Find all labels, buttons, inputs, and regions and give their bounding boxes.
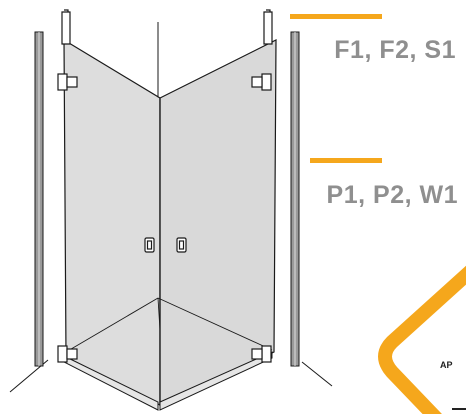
hinge-icon <box>251 73 272 91</box>
floor-line-left-inner <box>65 297 159 353</box>
floor-line-right-inner <box>157 297 273 351</box>
accent-bar-middle <box>310 158 382 163</box>
hinge-icon <box>251 345 272 363</box>
ap-badge-outline <box>378 265 466 414</box>
bottom-rail-right <box>159 351 273 411</box>
floor-line-right-outer <box>301 361 333 387</box>
ap-badge: AP <box>378 265 466 414</box>
floor-lines-inside <box>65 297 273 353</box>
handle-icon <box>176 237 187 253</box>
accent-bar-top <box>290 14 382 19</box>
glass-panels <box>63 38 277 406</box>
label-middle: P1, P2, W1 <box>327 181 458 209</box>
hinge-icon <box>57 345 78 363</box>
ap-badge-label: AP <box>440 360 453 370</box>
handle-icon <box>144 237 155 253</box>
wall-profiles <box>34 31 300 367</box>
top-brackets <box>61 9 273 45</box>
hinges <box>57 73 272 363</box>
glass-panel-left <box>63 38 161 406</box>
door-handles <box>144 237 187 253</box>
bottom-rails <box>63 351 273 411</box>
bracket-left-icon <box>61 9 71 45</box>
floor-line-center <box>157 297 161 331</box>
label-top: F1, F2, S1 <box>334 36 456 64</box>
hinge-icon <box>57 73 78 91</box>
bracket-right-icon <box>263 9 273 45</box>
